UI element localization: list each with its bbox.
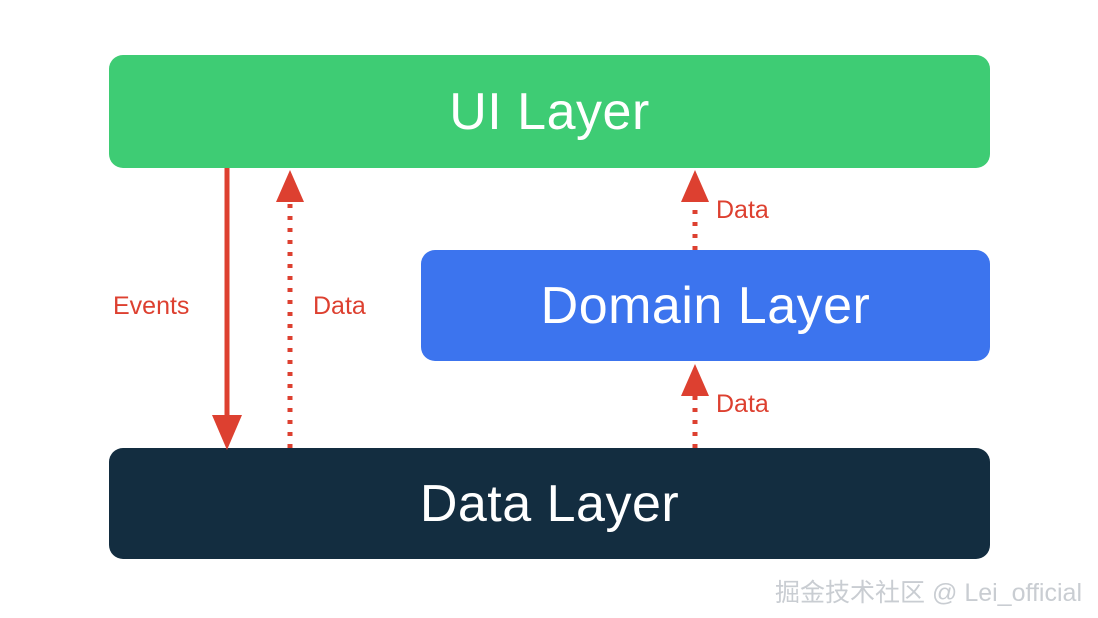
- ui-layer-box: UI Layer: [109, 55, 990, 168]
- data-arrow-top-right-head: [681, 170, 709, 202]
- events-arrow-ui-to-data: [212, 168, 242, 450]
- events-arrow-head: [212, 415, 242, 450]
- data-arrow-data-to-domain: [681, 364, 709, 448]
- data-connector-label-left: Data: [313, 292, 366, 320]
- data-arrow-data-to-ui: [276, 170, 304, 448]
- ui-layer-label: UI Layer: [449, 82, 650, 141]
- domain-layer-label: Domain Layer: [540, 276, 871, 335]
- data-layer-box: Data Layer: [109, 448, 990, 559]
- data-layer-label: Data Layer: [419, 474, 680, 533]
- data-arrow-bottom-right-head: [681, 364, 709, 396]
- data-arrow-left-head: [276, 170, 304, 202]
- data-arrow-domain-to-ui: [681, 170, 709, 250]
- data-connector-label-bottom-right: Data: [716, 390, 769, 418]
- domain-layer-box: Domain Layer: [421, 250, 990, 361]
- data-connector-label-top-right: Data: [716, 196, 769, 224]
- watermark-text: 掘金技术社区 @ Lei_official: [775, 579, 1082, 607]
- events-connector-label: Events: [113, 292, 190, 320]
